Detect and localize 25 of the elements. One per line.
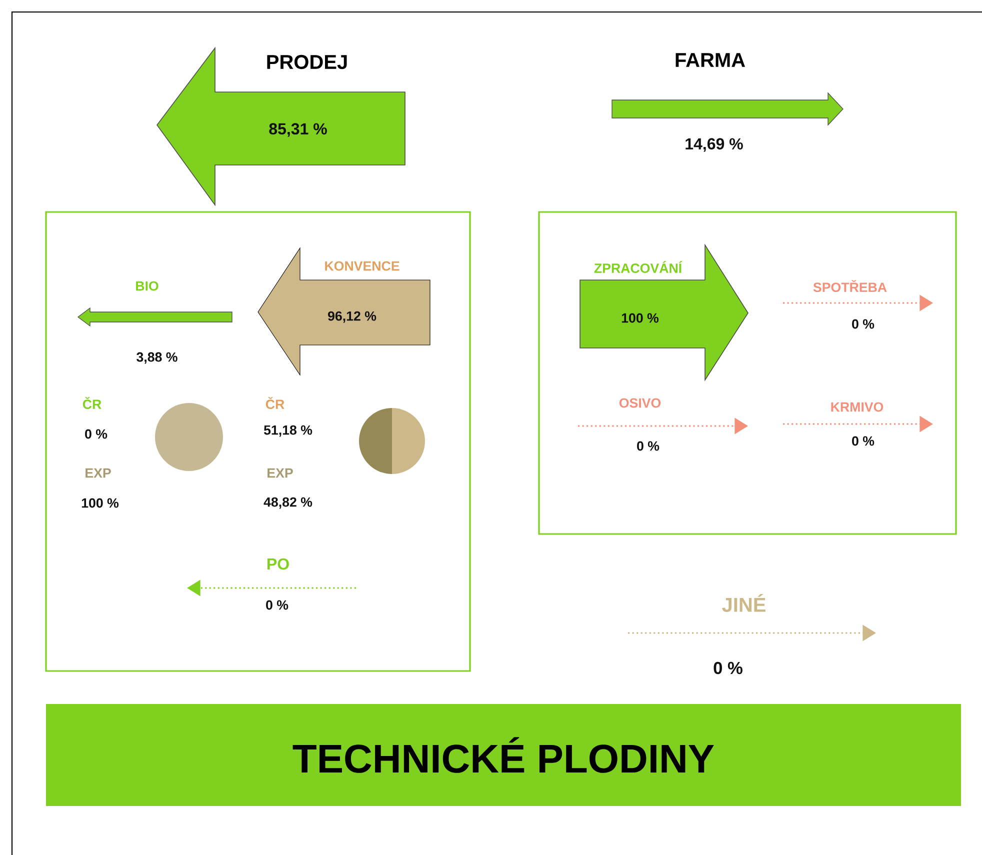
text-label: KRMIVO	[831, 402, 884, 412]
panel-box	[538, 211, 957, 535]
text-label: 0 %	[852, 436, 874, 446]
panel-box	[45, 211, 471, 672]
text-label: 0 %	[637, 441, 660, 451]
text-label: 51,18 %	[264, 425, 312, 437]
text-label: EXP	[86, 468, 111, 478]
text-label: ČR	[266, 396, 284, 410]
text-label: OSIVO	[619, 398, 661, 408]
text-label: BIO	[136, 281, 158, 291]
text-label: 0 %	[852, 319, 874, 329]
text-label: FARMA	[676, 53, 746, 67]
text-label: 0 %	[85, 429, 108, 439]
text-label: 48,82 %	[264, 497, 312, 509]
text-label: 3,88 %	[136, 352, 178, 364]
text-label: JINÉ	[722, 594, 766, 612]
title-band: TECHNICKÉ PLODINY	[46, 704, 961, 806]
text-label: 0 %	[266, 600, 288, 610]
text-label: SPOTŘEBA	[813, 280, 887, 292]
text-label: ČR	[82, 396, 102, 410]
text-label: 100 %	[82, 498, 119, 508]
text-label: EXP	[268, 468, 293, 478]
text-label: 0 %	[714, 662, 742, 674]
text-label: 14,69 %	[686, 138, 743, 152]
text-label: PO	[268, 558, 289, 570]
